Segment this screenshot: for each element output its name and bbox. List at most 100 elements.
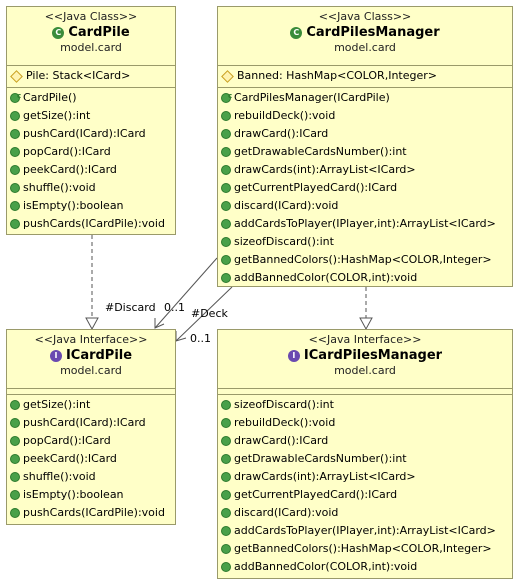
public-method-icon [221,436,231,446]
method-row: discard(ICard):void [221,504,510,522]
package-label: model.card [334,41,396,54]
compartment-divider [7,388,175,389]
association-discard-line [154,257,218,329]
method-row: pushCards(ICardPile):void [10,215,173,233]
class-c-icon: C [290,26,303,39]
deck-multiplicity-label: 0..1 [190,332,211,345]
public-method-icon [221,183,231,193]
class-c-icon: C [52,26,65,39]
method-row: discard(ICard):void [221,197,510,215]
interface-i-icon: I [287,349,300,362]
public-method-icon [221,201,231,211]
protected-field-icon [10,69,23,83]
method-row: drawCard():ICard [221,125,510,143]
public-method-icon [10,400,20,410]
method-row: peekCard():ICard [10,161,173,179]
stereotype-label: <<Java Interface>> [308,333,422,346]
public-method-icon [10,508,20,518]
public-method-icon [221,490,231,500]
public-method-icon [221,273,231,283]
method-row: getCurrentPlayedCard():ICard [221,179,510,197]
method-row: rebuildDeck():void [221,414,510,432]
public-method-icon [10,111,20,121]
method-row: drawCards(int):ArrayList<ICard> [221,161,510,179]
compartment-divider [7,394,175,395]
method-row: addCardsToPlayer(IPlayer,int):ArrayList<… [221,522,510,540]
class-name: CardPile [68,25,130,40]
public-method-icon [10,418,20,428]
method-row: getSize():int [10,107,173,125]
method-row: isEmpty():boolean [10,197,173,215]
public-method-icon [10,129,20,139]
public-method-icon [221,454,231,464]
package-label: model.card [60,41,122,54]
compartment-divider [218,394,512,395]
method-row: popCard():ICard [10,143,173,161]
method-row: getBannedColors():HashMap<COLOR,Integer> [221,251,510,269]
package-label: model.card [60,364,122,377]
method-row: pushCards(ICardPile):void [10,504,173,522]
protected-field-icon [221,69,234,83]
method-row: rebuildDeck():void [221,107,510,125]
interface-name: ICardPile [65,348,133,363]
public-method-icon [10,454,20,464]
association-deck-line [175,286,233,342]
interface-i-icon: I [49,349,62,362]
deck-role-label: #Deck [191,307,228,320]
method-row: peekCard():ICard [10,450,173,468]
method-row: popCard():ICard [10,432,173,450]
method-row: getBannedColors():HashMap<COLOR,Integer> [221,540,510,558]
public-method-icon [221,526,231,536]
public-method-icon [10,165,20,175]
method-row: getSize():int [10,396,173,414]
field-row: Pile: Stack<ICard> [10,67,173,85]
class-name: CardPilesManager [306,25,440,40]
compartment-divider [218,388,512,389]
public-method-icon [10,147,20,157]
constructor-icon [221,87,232,105]
stereotype-label: <<Java Class>> [44,10,138,23]
field-row: Banned: HashMap<COLOR,Integer> [221,67,510,85]
public-method-icon [221,418,231,428]
method-row: addCardsToPlayer(IPlayer,int):ArrayList<… [221,215,510,233]
public-method-icon [221,255,231,265]
constructor-row: CardPile() [10,87,173,107]
method-row: getDrawableCardsNumber():int [221,450,510,468]
association-discard-arrow [154,318,165,329]
method-row: pushCard(ICard):ICard [10,125,173,143]
compartment-divider [7,65,175,66]
method-row: shuffle():void [10,179,173,197]
constructor-row: CardPilesManager(ICardPile) [221,87,510,107]
public-method-icon [221,544,231,554]
public-method-icon [221,111,231,121]
public-method-icon [10,472,20,482]
realization-cardpile-arrow [85,317,99,331]
public-method-icon [10,183,20,193]
compartment-divider [218,65,512,66]
method-row: pushCard(ICard):ICard [10,414,173,432]
method-row: shuffle():void [10,468,173,486]
compartment-divider [218,87,512,88]
realization-manager-arrow [359,317,373,331]
public-method-icon [10,436,20,446]
method-row: getDrawableCardsNumber():int [221,143,510,161]
public-method-icon [10,219,20,229]
method-row: sizeofDiscard():int [221,396,510,414]
stereotype-label: <<Java Interface>> [34,333,148,346]
method-row: drawCard():ICard [221,432,510,450]
public-method-icon [221,237,231,247]
public-method-icon [221,562,231,572]
association-deck-arrow [175,331,187,342]
public-method-icon [10,201,20,211]
